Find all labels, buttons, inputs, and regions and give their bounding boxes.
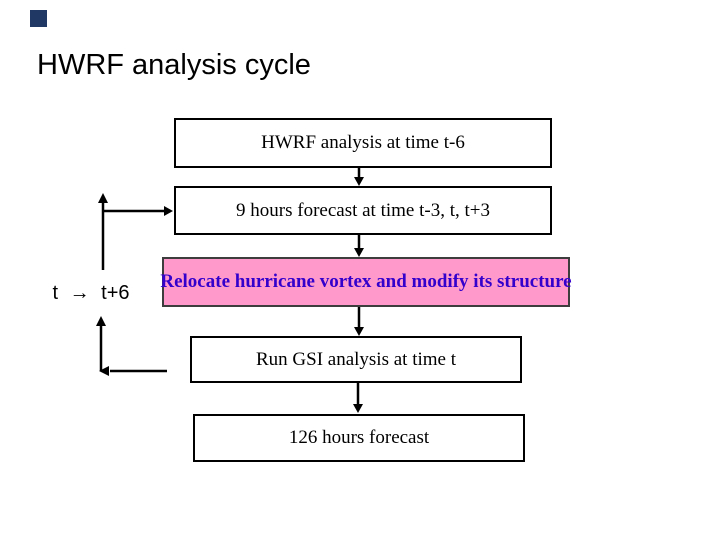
arrow-relocate-to-gsi	[354, 307, 364, 336]
loop-time-increment-label: t → t+6	[52, 282, 130, 304]
arrow-gsi-to-forecast126	[353, 383, 363, 413]
arrow-hwrf-to-forecast9	[354, 168, 364, 186]
slide-title: HWRF analysis cycle	[37, 49, 311, 81]
flowchart-box-relocate-vortex: Relocate hurricane vortex and modify its…	[160, 257, 572, 307]
loop-arrow-up-bottom	[96, 316, 106, 371]
loop-arrow-into-forecast9	[103, 206, 173, 216]
loop-arrow-up-top	[98, 193, 108, 270]
flowchart-box-forecast-9h: 9 hours forecast at time t-3, t, t+3	[174, 186, 552, 235]
flowchart-box-forecast-126h: 126 hours forecast	[193, 414, 525, 462]
flowchart-box-run-gsi: Run GSI analysis at time t	[190, 336, 522, 383]
flowchart-box-hwrf-analysis: HWRF analysis at time t-6	[174, 118, 552, 168]
arrow-forecast9-to-relocate	[354, 235, 364, 257]
loop-arrow-from-gsi	[99, 366, 167, 376]
slide-decor-square	[30, 10, 47, 27]
